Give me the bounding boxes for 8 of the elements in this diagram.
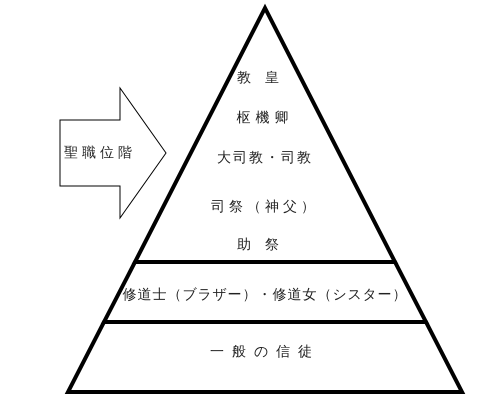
arrow-label: 聖職位階 (64, 144, 136, 162)
rank-label: 助祭 (237, 236, 293, 254)
rank-label: 枢機卿 (236, 109, 294, 127)
rank-label: 一般の信徒 (210, 343, 320, 361)
rank-label: 大司教・司教 (217, 149, 313, 167)
rank-label: 教皇 (237, 69, 293, 87)
rank-label: 司祭（神父） (211, 198, 319, 216)
rank-label: 修道士（ブラザー）・修道女（シスター） (122, 286, 408, 304)
